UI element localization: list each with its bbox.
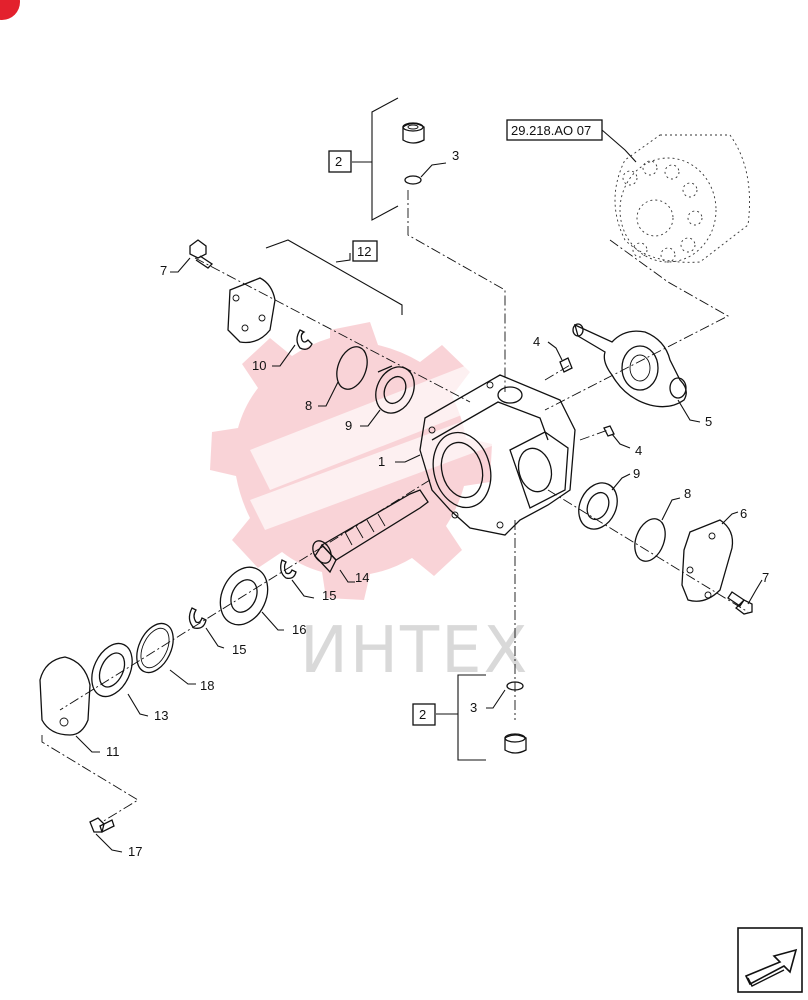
callout-c15-b: 15 (232, 642, 246, 657)
callout-c3-top: 3 (452, 148, 459, 163)
pin-4-upper (559, 357, 573, 373)
callout-c1: 1 (378, 454, 385, 469)
callout-c8-left: 8 (305, 398, 312, 413)
pin-4-right (603, 425, 615, 437)
callout-set: 12 (357, 244, 371, 259)
snap-ring-15-a (280, 559, 297, 580)
set-bracket: 12 (265, 239, 403, 315)
callout-c7-right: 7 (762, 570, 769, 585)
snap-ring-10 (296, 329, 313, 350)
callout-c15-a: 15 (322, 588, 336, 603)
cover-11 (39, 656, 91, 736)
callout-c13: 13 (154, 708, 168, 723)
bottom-plug (504, 733, 527, 754)
cover-plate-left (227, 277, 276, 344)
o-ring-bottom (506, 681, 524, 691)
reference-leader (601, 129, 637, 163)
callout-c7-left: 7 (160, 263, 167, 278)
bearing-9-left (375, 365, 415, 414)
top-plug (402, 122, 425, 144)
bolt-17 (89, 817, 115, 833)
callout-c11: 11 (106, 744, 120, 759)
bearing-16 (219, 566, 269, 626)
cylinder-block-axis (544, 239, 729, 411)
group-bracket-bottom: 2 (412, 674, 486, 761)
callout-top: 2 (335, 154, 342, 169)
callout-c9-left: 9 (345, 418, 352, 433)
callout-bottom: 2 (419, 707, 426, 722)
bolt-right (727, 591, 753, 615)
callout-c16: 16 (292, 622, 306, 637)
cylinder-block-dotted (614, 134, 750, 263)
callout-c6: 6 (740, 506, 747, 521)
o-ring-8-left (336, 346, 368, 390)
callout-c18: 18 (200, 678, 214, 693)
bearing-9-right (578, 482, 618, 530)
swash-plate-5 (572, 323, 687, 408)
next-page-arrow-icon[interactable] (737, 927, 803, 993)
group-bracket-top: 2 (328, 97, 399, 221)
right-side-axis (547, 489, 749, 613)
o-ring-8-right (634, 518, 666, 562)
callout-c9-right: 9 (633, 466, 640, 481)
retaining-ring-18 (136, 622, 174, 674)
callout-c10: 10 (252, 358, 266, 373)
callout-c5: 5 (705, 414, 712, 429)
bolt-axis-bottom (41, 735, 139, 823)
cover-plate-6 (681, 519, 734, 602)
pin-axis-top (544, 364, 571, 381)
bolt-upper-left (189, 239, 214, 269)
pin-axis-right (579, 429, 609, 441)
callout-c3-bottom: 3 (470, 700, 477, 715)
callout-c4-right: 4 (635, 443, 642, 458)
callout-c14: 14 (355, 570, 369, 585)
callout-c4-top: 4 (533, 334, 540, 349)
seal-13 (91, 642, 133, 698)
snap-ring-15-b (188, 607, 207, 629)
o-ring-top (404, 175, 422, 185)
watermark-logo (210, 322, 535, 600)
watermark-text: ИНТЕХ (300, 614, 529, 688)
reference-box[interactable]: 29.218.AO 07 (506, 119, 603, 141)
red-corner-badge (0, 0, 20, 20)
callout-c17: 17 (128, 844, 142, 859)
drive-shaft-14 (312, 489, 429, 574)
callout-c8-right: 8 (684, 486, 691, 501)
callout-reference-box: 29.218.AO 07 (511, 123, 591, 138)
upper-left-axis (194, 257, 471, 403)
pump-housing-1 (419, 374, 576, 536)
top-plug-axis (407, 190, 506, 392)
